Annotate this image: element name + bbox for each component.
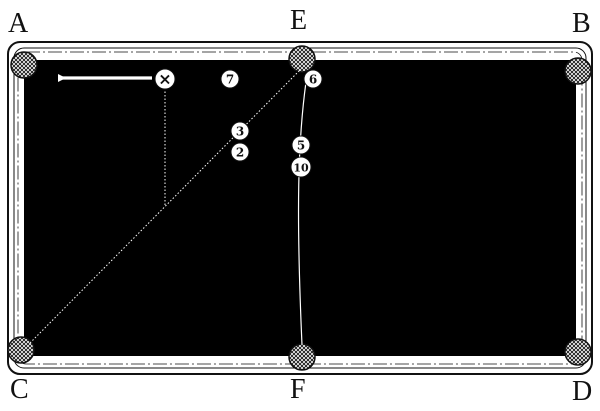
label-d: D bbox=[572, 378, 592, 406]
ball-7-label: 7 bbox=[226, 73, 234, 87]
label-c: C bbox=[10, 376, 29, 404]
pocket-c bbox=[8, 337, 34, 363]
ball-3: 3 bbox=[231, 122, 249, 140]
table-cloth bbox=[24, 60, 576, 356]
pocket-f bbox=[289, 344, 315, 370]
ball-6: 6 bbox=[304, 70, 322, 88]
label-f: F bbox=[290, 376, 306, 404]
ball-7: 7 bbox=[221, 70, 239, 88]
cue-ball-mark: × bbox=[158, 70, 171, 89]
pocket-e bbox=[289, 46, 315, 72]
ball-5-label: 5 bbox=[297, 139, 305, 153]
ball-2: 2 bbox=[231, 143, 249, 161]
ball-10-label: 10 bbox=[293, 162, 309, 175]
ball-2-label: 2 bbox=[236, 146, 244, 160]
pocket-b bbox=[565, 58, 591, 84]
ball-5: 5 bbox=[292, 136, 310, 154]
cue-ball: × bbox=[155, 69, 175, 89]
ball-3-label: 3 bbox=[236, 125, 244, 139]
label-e: E bbox=[290, 7, 307, 35]
ball-10: 10 bbox=[291, 157, 311, 177]
label-b: B bbox=[572, 10, 591, 38]
pocket-a bbox=[11, 52, 37, 78]
pocket-d bbox=[565, 339, 591, 365]
label-a: A bbox=[8, 10, 28, 38]
ball-6-label: 6 bbox=[309, 73, 317, 87]
